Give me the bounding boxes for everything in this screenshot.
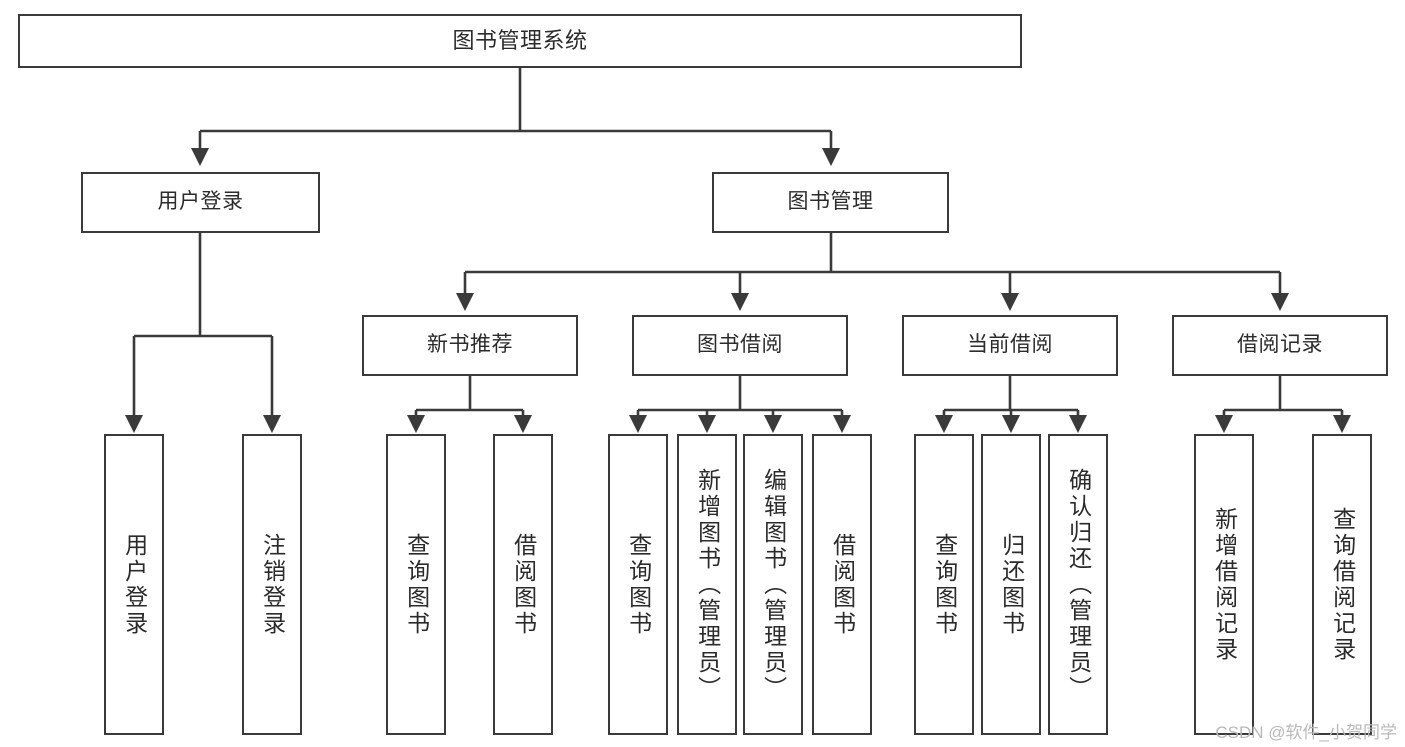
node-leaf-query-book-2[interactable]: 查询图书 <box>608 434 668 735</box>
node-leaf-borrow-book-1-label: 借阅图书 <box>510 532 537 637</box>
node-leaf-query-book-1-label: 查询图书 <box>403 532 430 637</box>
node-leaf-query-record-label: 查询借阅记录 <box>1329 506 1356 663</box>
node-leaf-query-book-3-label: 查询图书 <box>931 532 958 637</box>
node-book-manage-label: 图书管理 <box>787 190 874 214</box>
node-leaf-borrow-book-2-label: 借阅图书 <box>829 532 856 637</box>
node-leaf-return-book-label: 归还图书 <box>998 532 1025 637</box>
node-new-book-rec[interactable]: 新书推荐 <box>362 315 578 376</box>
node-leaf-return-book[interactable]: 归还图书 <box>981 434 1041 735</box>
node-leaf-user-login[interactable]: 用户登录 <box>104 434 164 735</box>
node-leaf-user-logout[interactable]: 注销登录 <box>242 434 302 735</box>
node-leaf-borrow-book-1[interactable]: 借阅图书 <box>493 434 553 735</box>
node-book-borrow[interactable]: 图书借阅 <box>632 315 848 376</box>
node-book-manage[interactable]: 图书管理 <box>712 172 949 233</box>
node-current-borrow-label: 当前借阅 <box>967 333 1053 357</box>
node-current-borrow[interactable]: 当前借阅 <box>902 315 1118 376</box>
node-leaf-query-record[interactable]: 查询借阅记录 <box>1312 434 1372 735</box>
node-leaf-add-book-label: 新增图书（管理员） <box>694 467 721 702</box>
node-leaf-confirm-return-label: 确认归还（管理员） <box>1065 467 1092 702</box>
node-root[interactable]: 图书管理系统 <box>18 14 1022 68</box>
node-new-book-rec-label: 新书推荐 <box>427 333 513 357</box>
csdn-watermark: CSDN @软件_小贺同学 <box>1215 723 1397 742</box>
node-leaf-user-login-label: 用户登录 <box>121 532 148 637</box>
node-leaf-add-book[interactable]: 新增图书（管理员） <box>677 434 737 735</box>
node-leaf-query-book-2-label: 查询图书 <box>625 532 652 637</box>
node-borrow-record-label: 借阅记录 <box>1237 333 1323 357</box>
node-leaf-user-logout-label: 注销登录 <box>259 532 286 637</box>
node-leaf-query-book-1[interactable]: 查询图书 <box>386 434 446 735</box>
node-leaf-add-record[interactable]: 新增借阅记录 <box>1194 434 1254 735</box>
node-user-login-label: 用户登录 <box>157 190 244 214</box>
node-leaf-query-book-3[interactable]: 查询图书 <box>914 434 974 735</box>
node-leaf-edit-book-label: 编辑图书（管理员） <box>760 467 787 702</box>
node-book-borrow-label: 图书借阅 <box>697 333 783 357</box>
node-root-label: 图书管理系统 <box>452 28 588 54</box>
node-leaf-borrow-book-2[interactable]: 借阅图书 <box>812 434 872 735</box>
node-leaf-confirm-return[interactable]: 确认归还（管理员） <box>1048 434 1108 735</box>
node-leaf-edit-book[interactable]: 编辑图书（管理员） <box>743 434 803 735</box>
node-user-login[interactable]: 用户登录 <box>81 172 320 233</box>
node-leaf-add-record-label: 新增借阅记录 <box>1211 506 1238 663</box>
node-borrow-record[interactable]: 借阅记录 <box>1172 315 1388 376</box>
